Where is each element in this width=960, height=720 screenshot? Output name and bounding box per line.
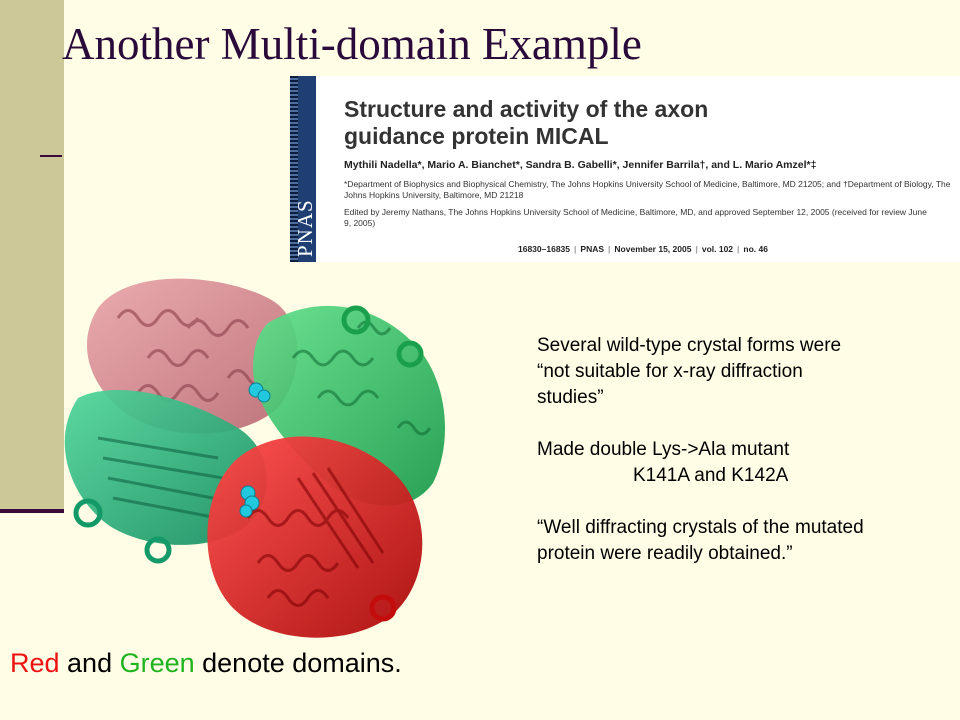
slide-notes: Several wild-type crystal forms were “no… <box>537 333 957 567</box>
paper-title: Structure and activity of the axon guida… <box>344 96 709 149</box>
accent-tick <box>40 155 62 157</box>
citation-date: November 15, 2005 <box>614 244 692 254</box>
note-line: Several wild-type crystal forms were <box>537 335 842 356</box>
citation-issue: no. 46 <box>743 244 768 254</box>
caption-rest: denote domains. <box>194 648 402 678</box>
caption-green-word: Green <box>119 648 195 678</box>
ligand-spheres <box>239 382 271 518</box>
note-line: “not suitable for x-ray diffraction <box>537 361 803 382</box>
citation-volume: vol. 102 <box>701 244 734 254</box>
left-accent-bar <box>0 0 64 510</box>
note-line-indented: K141A and K142A <box>633 465 789 486</box>
citation-journal: PNAS <box>580 244 605 254</box>
note-line: protein were readily obtained.” <box>537 543 793 564</box>
protein-structure-image <box>64 278 445 638</box>
paper-affiliations: *Department of Biophysics and Biophysica… <box>344 179 951 200</box>
red-domain <box>207 436 423 638</box>
paper-authors: Mythili Nadella*, Mario A. Bianchet*, Sa… <box>344 159 817 171</box>
journal-strip: PNAS <box>290 76 317 262</box>
slide-title: Another Multi-domain Example <box>62 19 642 69</box>
domain-caption: Red and Green denote domains. <box>10 648 402 679</box>
note-line: “Well diffracting crystals of the mutate… <box>537 517 864 538</box>
caption-red-word: Red <box>10 648 60 678</box>
paper-header-image: PNAS Structure and activity of the axon … <box>290 76 960 262</box>
paper-body: Structure and activity of the axon guida… <box>344 96 952 229</box>
journal-logo: PNAS <box>293 199 317 257</box>
left-accent-rule <box>0 509 64 513</box>
caption-and: and <box>59 648 120 678</box>
note-line: studies” <box>537 387 604 408</box>
paper-citation: 16830–16835|PNAS|November 15, 2005|vol. … <box>518 244 768 254</box>
note-line: Made double Lys->Ala mutant <box>537 439 790 460</box>
citation-pages: 16830–16835 <box>518 244 571 254</box>
paper-edited-by: Edited by Jeremy Nathans, The Johns Hopk… <box>344 207 927 228</box>
